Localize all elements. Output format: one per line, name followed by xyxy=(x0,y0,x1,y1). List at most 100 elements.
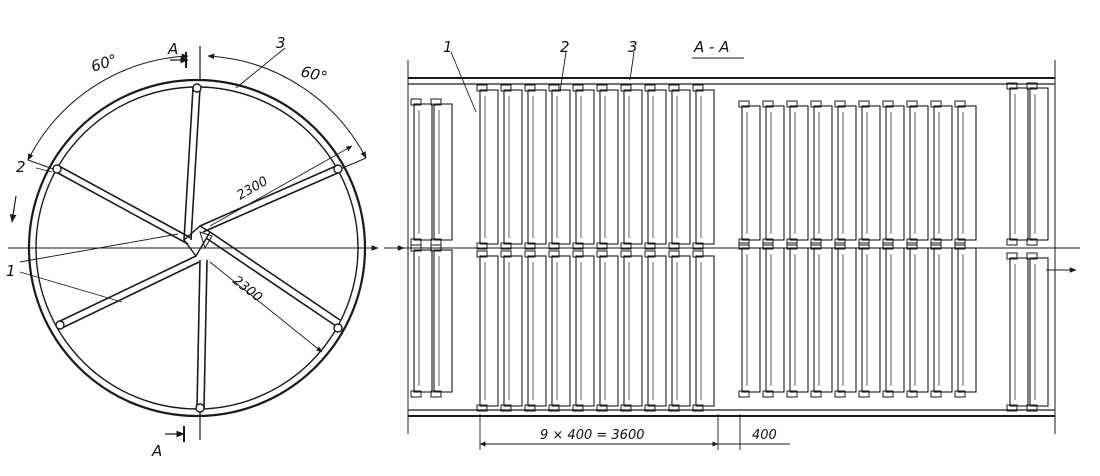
support-upper-right xyxy=(333,164,343,174)
plate-main-upper-6-clip-bottom xyxy=(596,242,608,250)
plate-main-lower-6-clip-bottom xyxy=(596,404,608,412)
plate-main-upper-7-clip-top xyxy=(620,84,632,92)
plate-second-upper-3-clip-top xyxy=(786,100,798,108)
plate-second-upper-1 xyxy=(741,105,761,241)
tray-plates xyxy=(410,82,1049,412)
plate-main-lower-5-clip-bottom xyxy=(572,404,584,412)
plate-second-upper-2-clip-top xyxy=(762,100,774,108)
plate-second-upper-7-clip-bottom xyxy=(882,238,894,246)
plate-main-upper-2-clip-top xyxy=(500,84,512,92)
support-bottom xyxy=(195,403,205,413)
plate-main-upper-8 xyxy=(647,89,667,245)
plate-second-upper-2-clip-bottom xyxy=(762,238,774,246)
plate-main-lower-5-clip-top xyxy=(572,250,584,258)
plate-second-upper-5-clip-bottom xyxy=(834,238,846,246)
plate-second-lower-3-clip-top xyxy=(786,242,798,250)
plate-second-lower-9 xyxy=(933,247,953,393)
center-hub-inner xyxy=(199,231,213,250)
plate-main-upper-6-clip-top xyxy=(596,84,608,92)
plate-second-lower-2-clip-top xyxy=(762,242,774,250)
plate-main-lower-10-clip-top xyxy=(692,250,704,258)
plate-main-upper-3-clip-bottom xyxy=(524,242,536,250)
radial-trays xyxy=(55,87,341,409)
plate-left-lower-b-clip-bottom xyxy=(430,390,442,398)
plate-main-upper-6 xyxy=(599,89,619,245)
plate-main-lower-8 xyxy=(647,255,667,407)
plate-second-lower-5 xyxy=(837,247,857,393)
plate-main-lower-2-clip-bottom xyxy=(500,404,512,412)
plate-left-upper-b xyxy=(433,103,453,241)
plate-main-lower-4-clip-bottom xyxy=(548,404,560,412)
plate-main-lower-8-clip-bottom xyxy=(644,404,656,412)
dim-label-lower: 2300 xyxy=(230,273,265,305)
plate-second-lower-9-clip-bottom xyxy=(930,390,942,398)
tray-bar-lower-right xyxy=(205,231,341,327)
plate-left-lower xyxy=(413,249,433,393)
plate-main-upper-1 xyxy=(479,89,499,245)
plate-main-lower-10 xyxy=(695,255,715,407)
rotation-arrow xyxy=(9,195,17,223)
plate-main-upper-5-clip-top xyxy=(572,84,584,92)
plate-second-lower-8 xyxy=(909,247,929,393)
angle-label-left: 60° xyxy=(89,50,120,75)
callout-3-right: 3 xyxy=(628,38,638,56)
plate-second-upper-6-clip-bottom xyxy=(858,238,870,246)
leader-1b-left xyxy=(19,271,123,303)
plate-main-upper-8-clip-top xyxy=(644,84,656,92)
plate-right-lower-clip-bottom xyxy=(1006,404,1018,412)
plate-left-upper-b-clip-top xyxy=(430,98,442,106)
plate-second-lower-7-clip-top xyxy=(882,242,894,250)
plate-second-upper-10-clip-bottom xyxy=(954,238,966,246)
section-mark-top: A xyxy=(167,40,178,58)
support-top xyxy=(192,83,202,93)
angle-arc-left xyxy=(27,53,189,161)
plate-second-lower-9-clip-top xyxy=(930,242,942,250)
leader-1a-left xyxy=(19,233,179,263)
plate-second-lower-6 xyxy=(861,247,881,393)
plate-second-lower-6-clip-bottom xyxy=(858,390,870,398)
plate-second-lower-1-clip-bottom xyxy=(738,390,750,398)
plate-main-lower-8-clip-top xyxy=(644,250,656,258)
tray-bar-up xyxy=(183,87,201,241)
tray-bar-down xyxy=(196,259,208,409)
plate-right-upper-b-clip-top xyxy=(1026,82,1038,90)
dim-line-upper xyxy=(209,145,353,227)
plate-right-lower-b-clip-bottom xyxy=(1026,404,1038,412)
leader-3-left xyxy=(235,47,286,89)
plate-second-lower-1-clip-top xyxy=(738,242,750,250)
plate-main-upper-10 xyxy=(695,89,715,245)
plate-second-upper-9-clip-top xyxy=(930,100,942,108)
plate-main-lower-7 xyxy=(623,255,643,407)
plate-main-lower-1-clip-top xyxy=(476,250,488,258)
plate-second-lower-8-clip-bottom xyxy=(906,390,918,398)
plate-second-lower-7 xyxy=(885,247,905,393)
support-lower-right xyxy=(333,323,343,333)
plate-second-upper-1-clip-top xyxy=(738,100,750,108)
plate-second-upper-8 xyxy=(909,105,929,241)
plate-second-upper-3-clip-bottom xyxy=(786,238,798,246)
plate-second-upper-4-clip-top xyxy=(810,100,822,108)
plate-second-upper-8-clip-bottom xyxy=(906,238,918,246)
angle-ext-left xyxy=(27,159,57,171)
plate-second-upper-1-clip-bottom xyxy=(738,238,750,246)
leader-3-right xyxy=(629,51,635,81)
vessel-shell-outer xyxy=(27,78,367,418)
plate-second-lower-3 xyxy=(789,247,809,393)
plate-main-upper-10-clip-top xyxy=(692,84,704,92)
plate-main-lower-6 xyxy=(599,255,619,407)
angle-ext-right xyxy=(337,157,367,171)
plate-left-lower-b-clip-top xyxy=(430,244,442,252)
plate-second-lower-8-clip-top xyxy=(906,242,918,250)
callout-2-left: 2 xyxy=(16,158,26,176)
angle-label-right: 60° xyxy=(299,62,329,86)
plate-second-upper-3 xyxy=(789,105,809,241)
callout-1-left: 1 xyxy=(6,262,16,280)
plate-main-upper-4 xyxy=(551,89,571,245)
plate-second-upper-9 xyxy=(933,105,953,241)
plate-second-lower-5-clip-top xyxy=(834,242,846,250)
plate-main-lower-7-clip-top xyxy=(620,250,632,258)
plate-main-lower-4-clip-top xyxy=(548,250,560,258)
plate-second-upper-6 xyxy=(861,105,881,241)
plate-main-upper-8-clip-bottom xyxy=(644,242,656,250)
